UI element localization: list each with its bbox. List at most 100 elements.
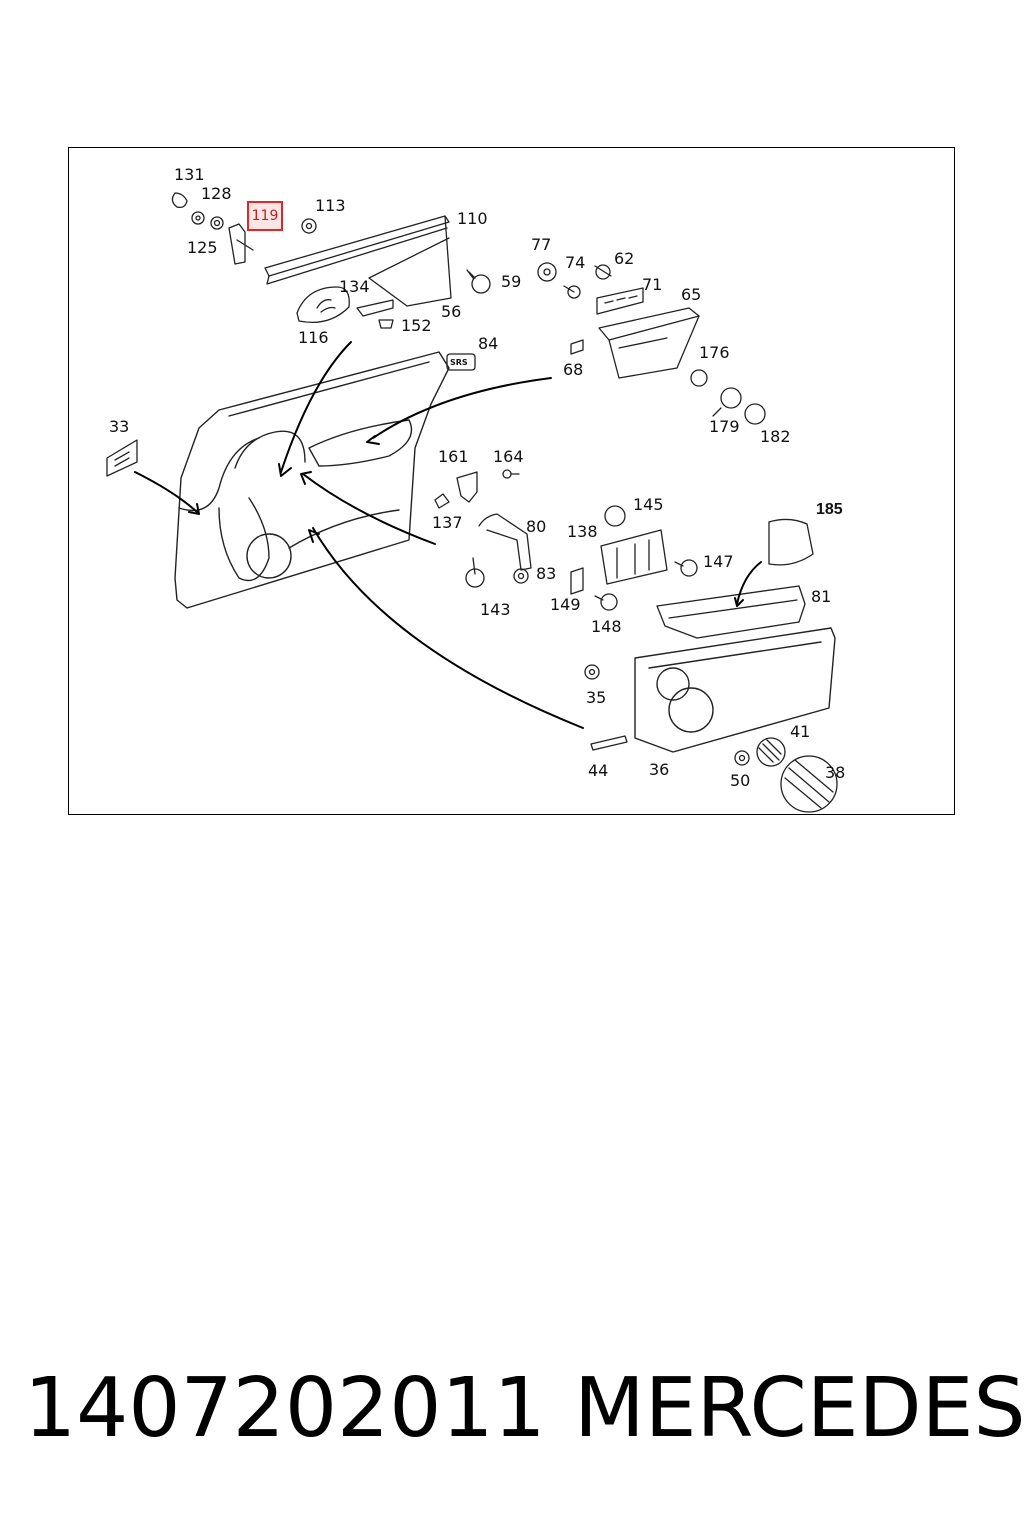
arrowhead-handle [366,435,380,445]
part-label-137: 137 [432,513,463,532]
part-label-134: 134 [339,277,370,296]
srs-badge-84-icon [446,353,476,371]
part-label-35: 35 [586,688,607,707]
speaker-grille-38-icon [780,755,838,813]
clip-152-icon [378,319,394,329]
nut-125-icon [210,216,224,230]
arrow-handle [372,377,552,439]
parts-diagram: 131 128 125 119 113 110 134 116 152 56 7… [68,147,955,815]
part-label-147: 147 [703,552,734,571]
trim-strip-110-icon [264,215,452,307]
part-label-38: 38 [825,763,846,782]
part-label-71: 71 [642,275,663,294]
part-label-116: 116 [298,328,329,347]
part-label-148: 148 [591,617,622,636]
part-label-152: 152 [401,316,432,335]
bracket-161-icon [456,471,478,503]
arrowhead-armrest [300,471,312,485]
part-label-36: 36 [649,760,670,779]
part-label-125: 125 [187,238,218,257]
part-label-59: 59 [501,272,522,291]
part-label-74: 74 [565,253,586,272]
part-label-131: 131 [174,165,205,184]
mirror-trim-33-icon [106,439,138,477]
part-label-65: 65 [681,285,702,304]
nut-50-icon [734,750,750,766]
part-label-77: 77 [531,235,552,254]
arrow-armrest [302,473,436,545]
bracket-138-icon [600,529,668,585]
assembly-arrows [134,341,762,729]
part-label-113: 113 [315,196,346,215]
part-label-176: 176 [699,343,730,362]
arrowhead-mirror [188,503,200,515]
cover-185-icon [768,518,814,566]
clip-56-icon [570,339,584,355]
screw-62-icon [594,264,612,280]
srs-badge-text: SRS [450,358,468,367]
speaker-grille-41-icon [756,737,786,767]
plate-71-icon [596,287,644,315]
part-label-84: 84 [478,334,499,353]
screw-148-icon [594,593,618,611]
clip-176-icon [690,369,708,387]
screw-147-icon [674,559,698,577]
clip-145-icon [604,505,626,527]
armrest-65-icon [598,307,700,379]
part-label-80: 80 [526,517,547,536]
brand-name: MERCEDES [574,1361,1024,1456]
part-label-179: 179 [709,417,740,436]
part-label-68: 68 [563,360,584,379]
part-label-145: 145 [633,495,664,514]
part-label-143: 143 [480,600,511,619]
bracket-119-icon [228,223,254,265]
part-label-56: 56 [441,302,462,321]
switch-116-icon [296,286,350,324]
screw-143-icon [465,557,485,588]
screw-74-icon [563,285,581,299]
nut-83-icon [513,568,529,584]
part-number: 1407202011 [24,1361,546,1456]
handle-80-icon [478,513,532,571]
part-label-164: 164 [493,447,524,466]
clip-134-icon [356,299,394,317]
part-label-41: 41 [790,722,811,741]
clip-149-icon [570,567,584,595]
clip-137-icon [434,493,450,509]
arrow-switch [280,341,352,473]
door-panel-icon [174,351,450,609]
cap-182-icon [744,403,766,425]
part-label-44: 44 [588,761,609,780]
part-label-149: 149 [550,595,581,614]
part-label-33: 33 [109,417,130,436]
part-label-138: 138 [567,522,598,541]
part-label-62: 62 [614,249,635,268]
screw-59-icon [466,269,491,294]
arrowhead-cover [734,597,744,607]
nut-35-icon [584,664,600,680]
clip-131-icon [171,192,188,209]
part-label-83: 83 [536,564,557,583]
part-label-185: 185 [816,501,843,518]
nut-77-icon [537,262,557,282]
screw-179-icon [712,387,742,417]
lower-panel-36-icon [634,627,836,753]
door-panel-exploded-view [106,192,838,813]
part-label-110: 110 [457,209,488,228]
arrow-lower [312,527,584,729]
arrowhead-lower [308,529,320,543]
armrest-trim-81-icon [656,585,806,639]
part-label-81: 81 [811,587,832,606]
washer-128-icon [191,211,205,225]
part-label-119-highlighted[interactable]: 119 [247,201,283,231]
part-label-182: 182 [760,427,791,446]
part-label-161: 161 [438,447,469,466]
arrowhead-switch [278,463,292,477]
nut-113-icon [301,218,317,234]
arrow-mirror [134,471,198,513]
arrow-cover [736,561,762,605]
part-label-50: 50 [730,771,751,790]
strip-44-icon [590,735,628,751]
clip-164-icon [502,469,520,479]
part-label-128: 128 [201,184,232,203]
